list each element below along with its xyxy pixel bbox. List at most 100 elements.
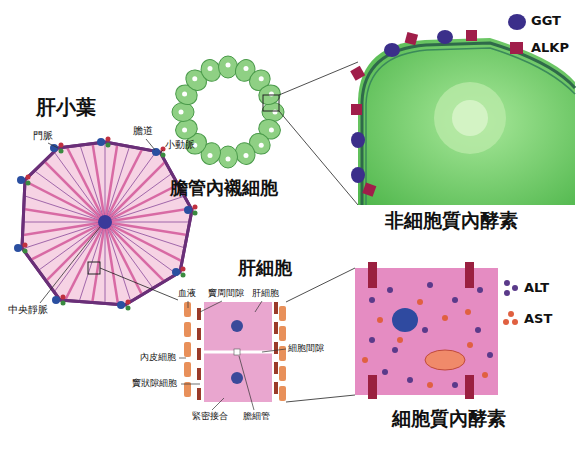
cell-membrane bbox=[366, 48, 575, 205]
hepatic-plate bbox=[71, 117, 105, 222]
endothelial-cell bbox=[184, 342, 191, 357]
sinusoid-cell bbox=[274, 362, 278, 374]
portal-vein bbox=[117, 301, 125, 309]
duct-cell bbox=[172, 103, 194, 122]
bile-ductule bbox=[193, 211, 198, 216]
part-label: 門脈 bbox=[33, 130, 53, 142]
part-label: 竇周間隙 bbox=[208, 288, 244, 298]
part-label: 中央靜脈 bbox=[8, 304, 48, 316]
hepatic-plate bbox=[105, 222, 194, 287]
legend-sample bbox=[512, 319, 518, 325]
alt-enzyme bbox=[369, 337, 375, 343]
portal-vein bbox=[14, 244, 22, 252]
zoom-line bbox=[286, 395, 355, 402]
endothelial-cell bbox=[279, 326, 286, 341]
endothelial-cell bbox=[279, 346, 286, 361]
bile-ductule bbox=[106, 143, 111, 148]
leader-line bbox=[239, 356, 254, 410]
sinusoid-cell bbox=[274, 382, 278, 394]
sinusoid-cell bbox=[197, 348, 201, 360]
ggt-enzyme bbox=[384, 43, 400, 57]
bile-ductule bbox=[26, 181, 31, 186]
part-label: 細胞間隙 bbox=[288, 343, 324, 353]
cell-nucleus bbox=[259, 76, 264, 81]
hepatic-plate bbox=[105, 222, 106, 332]
legend-text: GGT bbox=[531, 14, 561, 29]
zoom-box bbox=[88, 262, 100, 274]
nucleus bbox=[231, 320, 243, 332]
ast-enzyme bbox=[362, 357, 368, 363]
nucleus bbox=[392, 308, 418, 332]
legend-sample bbox=[503, 319, 509, 325]
arteriole bbox=[106, 137, 111, 142]
arteriole bbox=[181, 267, 186, 272]
endothelial-cell bbox=[184, 362, 191, 377]
leader-line bbox=[181, 384, 200, 385]
legend-text: ALT bbox=[524, 281, 549, 296]
sinusoid-cell bbox=[197, 308, 201, 320]
leader-line bbox=[255, 301, 262, 312]
leader-line bbox=[188, 301, 189, 308]
arteriole bbox=[23, 243, 28, 248]
sinusoid-lining bbox=[184, 302, 286, 401]
cell-nucleus bbox=[192, 76, 197, 81]
part-label: 肝細胞 bbox=[252, 288, 279, 298]
alt-enzyme bbox=[382, 369, 388, 375]
zoom-line bbox=[286, 268, 355, 302]
arteriole bbox=[59, 143, 64, 148]
endothelial-cell bbox=[279, 306, 286, 321]
bile-ductule bbox=[61, 301, 66, 306]
legend-sample bbox=[512, 285, 518, 291]
hepatic-plates bbox=[0, 112, 215, 332]
ast-enzyme bbox=[377, 317, 383, 323]
hepatic-plate bbox=[105, 124, 155, 222]
legend-text: AST bbox=[524, 312, 552, 327]
zoom-line bbox=[279, 111, 358, 205]
cell-nucleus bbox=[208, 153, 213, 158]
bile-ductule bbox=[181, 273, 186, 278]
canaliculus bbox=[234, 349, 240, 355]
arteriole bbox=[26, 175, 31, 180]
ast-enzyme bbox=[482, 372, 488, 378]
junction bbox=[465, 375, 474, 399]
leader-line bbox=[179, 358, 186, 359]
ast-enzyme bbox=[465, 309, 471, 315]
alt-enzyme bbox=[487, 352, 493, 358]
leader-line bbox=[48, 143, 58, 148]
hepatic-plate bbox=[7, 172, 105, 222]
cell-nucleus bbox=[269, 127, 274, 132]
portal-vein bbox=[17, 176, 25, 184]
duct-cell bbox=[219, 146, 238, 168]
duct-cell bbox=[262, 103, 284, 122]
sinusoid-cell bbox=[197, 328, 201, 340]
nucleus bbox=[231, 372, 243, 384]
cell-nucleus bbox=[208, 66, 213, 71]
legend-sample bbox=[508, 14, 526, 30]
duct-cell bbox=[358, 38, 575, 205]
alkp-enzyme bbox=[351, 104, 362, 115]
alt-enzyme bbox=[407, 377, 413, 383]
leader-line bbox=[40, 227, 100, 303]
legend-sample bbox=[508, 311, 514, 317]
hepatic-plate bbox=[88, 113, 105, 222]
endothelial-cell bbox=[279, 366, 286, 381]
leader-line bbox=[160, 150, 163, 153]
leader-line bbox=[212, 398, 224, 410]
part-title: 細胞質內酵素 bbox=[392, 408, 506, 430]
cell-nucleus bbox=[179, 110, 184, 115]
portal-vein bbox=[184, 206, 192, 214]
arteriole bbox=[61, 295, 66, 300]
part-label: 竇狀隙細胞 bbox=[132, 378, 177, 388]
endothelial-cell bbox=[184, 322, 191, 337]
hepatic-plate bbox=[105, 205, 214, 222]
portal-vein bbox=[172, 268, 180, 276]
endothelial-cell bbox=[279, 386, 286, 401]
part-title: 肝細胞 bbox=[238, 258, 292, 279]
part-title: 膽管內襯細胞 bbox=[170, 178, 278, 199]
ggt-enzyme bbox=[351, 167, 365, 183]
portal-vein bbox=[152, 148, 160, 156]
lobule-outline bbox=[22, 142, 192, 305]
cell-nucleus bbox=[226, 157, 231, 162]
junction bbox=[465, 262, 474, 288]
nucleolus bbox=[452, 100, 488, 136]
